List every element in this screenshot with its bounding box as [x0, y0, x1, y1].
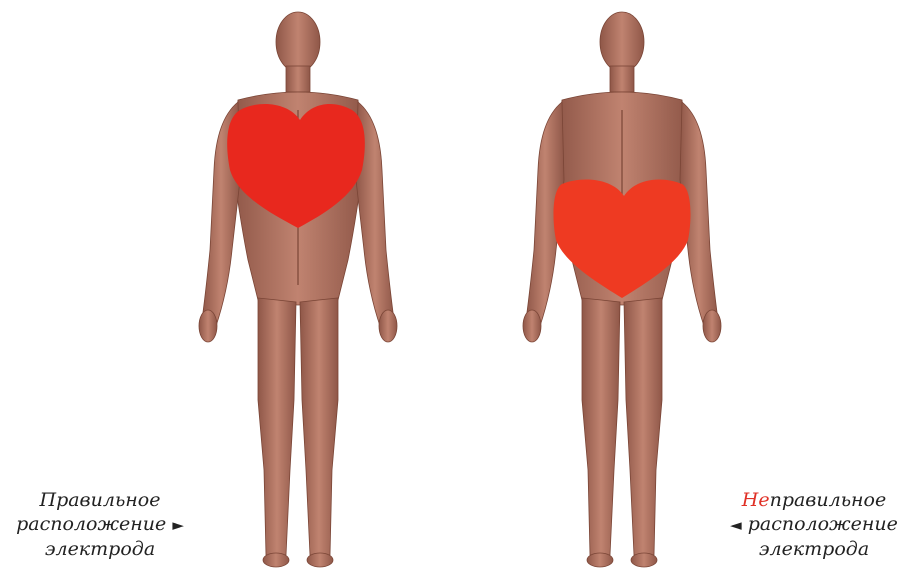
caption-incorrect-placement: Неправильное ◄ расположение электрода [709, 488, 919, 561]
human-body-back-view-right [512, 0, 732, 582]
negation-prefix: Не [742, 489, 770, 511]
caption-line: электрода [709, 537, 919, 561]
arrow-right-icon: ► [172, 516, 184, 534]
caption-line: расположение ► [0, 512, 200, 537]
body-silhouette [199, 12, 397, 567]
caption-line: электрода [0, 537, 200, 561]
figure-incorrect-placement [512, 0, 732, 582]
figure-correct-placement [188, 0, 408, 582]
caption-line: Правильное [0, 488, 200, 512]
caption-correct-placement: Правильное расположение ► электрода [0, 488, 200, 561]
arrow-left-icon: ◄ [730, 516, 742, 534]
caption-line: Неправильное [709, 488, 919, 512]
electrode-heart-incorrect [554, 180, 691, 298]
caption-line: ◄ расположение [709, 512, 919, 537]
human-body-back-view-left [188, 0, 408, 582]
